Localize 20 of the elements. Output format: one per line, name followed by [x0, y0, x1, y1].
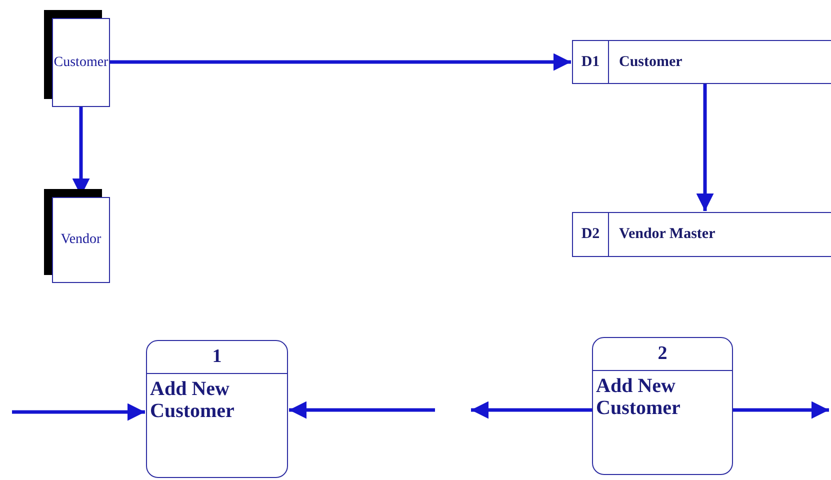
process-box	[146, 340, 288, 478]
arrow	[110, 53, 571, 71]
process-name: Add New Customer	[149, 377, 234, 422]
entity-name: Customer	[54, 54, 108, 70]
arrow	[733, 401, 829, 419]
data-store	[572, 40, 831, 84]
arrow	[289, 401, 435, 419]
process-number: 1	[147, 341, 287, 374]
store-id: D2	[573, 213, 609, 256]
process-number: 2	[593, 338, 732, 371]
process-name: Add New Customer	[595, 374, 680, 419]
entity-name: Vendor	[60, 232, 102, 248]
arrow	[696, 84, 714, 211]
store-name: Vendor Master	[618, 226, 716, 243]
arrow	[471, 401, 592, 419]
store-id: D1	[573, 41, 609, 83]
process-box	[592, 337, 733, 475]
store-name: Customer	[618, 54, 682, 70]
arrow	[12, 403, 145, 421]
data-store	[572, 212, 831, 257]
